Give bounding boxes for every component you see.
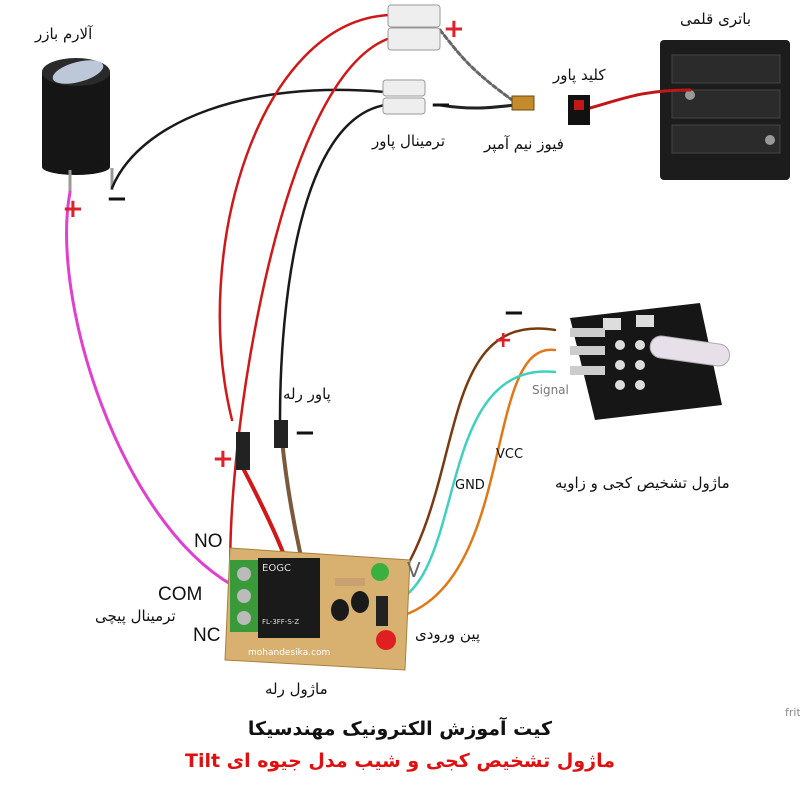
- tilt-module-label: ماژول تشخیص کجی و زاویه: [555, 474, 730, 492]
- cyan-wire: [383, 370, 557, 607]
- gnd-label: GND: [455, 478, 485, 493]
- input-pins-label: پین ورودی: [415, 625, 481, 643]
- relay-vcc-header: [236, 432, 250, 470]
- com-pin-label: COM: [158, 584, 203, 605]
- red-wire-2: [229, 36, 392, 597]
- v-label: V: [407, 558, 421, 582]
- power-wire-neg: [438, 103, 517, 110]
- page-subtitle: ماژول تشخیص کجی و شیب مدل جیوه ای Tilt: [184, 750, 616, 772]
- green-led: [371, 563, 389, 581]
- power-plus-sign: +: [443, 14, 465, 44]
- power-terminal-label: ترمینال پاور: [372, 132, 446, 150]
- page-title: کیت آموزش الکترونیک مهندسیکا: [247, 718, 553, 740]
- fuse: [511, 95, 535, 111]
- relay-gnd-header: [274, 420, 288, 448]
- tilt-sensor-module: [570, 303, 731, 420]
- screw-terminal-label: ترمینال پیچی: [95, 607, 176, 625]
- no-pin-label: NO: [194, 531, 223, 552]
- nc-pin-label: NC: [193, 625, 221, 646]
- buzzer-plus-sign: +: [62, 194, 84, 224]
- red-wire-1: [218, 13, 392, 422]
- tilt-minus-sign: −: [503, 298, 525, 328]
- red-led: [376, 630, 396, 650]
- relay: [258, 558, 320, 638]
- fuse-label: فیوز نیم آمپر: [484, 135, 564, 153]
- relay-module: [224, 547, 411, 671]
- relay-power-label: پاور رله: [283, 385, 331, 403]
- brown-wire: [383, 327, 557, 600]
- wires: [65, 13, 692, 642]
- relay-plus-sign: +: [212, 444, 234, 474]
- battery-wire: [588, 88, 692, 110]
- relay-model: FL-3FF-S-Z: [262, 618, 300, 626]
- battery-label: باتری قلمی: [680, 10, 752, 28]
- buzzer-label: آلارم بازر: [35, 25, 93, 43]
- buzzer-ground-wire: [110, 88, 387, 190]
- board-url: mohandesika.com: [248, 648, 331, 658]
- relay-minus-sign: −: [294, 418, 316, 448]
- black-wire: [278, 103, 387, 422]
- buzzer-minus-sign: −: [106, 184, 128, 214]
- relay-module-label: ماژول رله: [265, 680, 328, 698]
- power-minus-sign: −: [430, 90, 452, 120]
- magenta-wire: [65, 190, 234, 587]
- fritzing-watermark: frit: [785, 706, 800, 719]
- orange-wire: [383, 348, 557, 622]
- tilt-plus-sign: +: [494, 328, 513, 353]
- battery-holder: [660, 40, 790, 180]
- signal-label: Signal: [532, 383, 569, 397]
- power-twisted-wire: [438, 28, 517, 104]
- power-terminal: [382, 4, 441, 115]
- relay-brand: EOGC: [262, 563, 291, 574]
- buzzer: [42, 58, 114, 192]
- power-switch-label: کلید پاور: [553, 66, 606, 84]
- vcc-label: VCC: [496, 447, 524, 462]
